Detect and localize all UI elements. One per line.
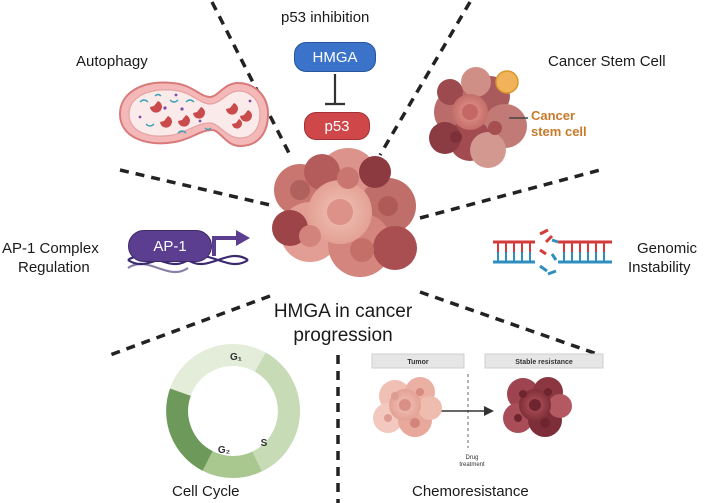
inhibition-arrow [325, 74, 345, 106]
genomic-title-line1: Genomic [637, 240, 698, 257]
stable-header-label: Stable resistance [515, 359, 573, 366]
stem-cell-label-2: stem cell [531, 124, 587, 139]
p53-pill: p53 [304, 112, 370, 140]
cell-cycle-ring [166, 344, 300, 478]
stem-cell-label-1: Cancer [531, 108, 576, 123]
s-label: S [261, 438, 268, 449]
ap1-badge: AP-1 [128, 230, 212, 262]
chemo-panel [371, 353, 604, 448]
resistant-tumor [503, 377, 572, 437]
cancer-stem-cell-title: Cancer Stem Cell [548, 53, 666, 70]
transcription-arrow [212, 230, 250, 256]
cell-cycle-title: Cell Cycle [172, 483, 240, 500]
autophagy-title: Autophagy [76, 53, 148, 70]
genomic-title-line2: Instability [628, 259, 691, 276]
divider-left [119, 168, 271, 207]
hmga-pill: HMGA [294, 42, 376, 72]
g1-label: G₁ [230, 352, 242, 363]
m-label: M [190, 408, 198, 419]
divider-top-right [378, 1, 472, 156]
central-tumor [272, 148, 417, 277]
tumor-header [371, 353, 465, 369]
ap1-title-line2: Regulation [18, 259, 90, 276]
chemoresistance-title: Chemoresistance [412, 483, 529, 500]
stable-header [484, 353, 604, 369]
broken-dna [493, 228, 612, 276]
divider-bottom-left [109, 294, 271, 357]
divider-top-left [210, 1, 292, 156]
center-title-line1: HMGA in cancer [273, 301, 413, 322]
naive-tumor [373, 377, 442, 437]
stem-cell [495, 70, 519, 94]
tumor-header-label: Tumor [407, 359, 429, 366]
drug-label-1: Drug [465, 455, 478, 461]
ap1-title-line1: AP-1 Complex [2, 240, 99, 257]
divider-lines [109, 1, 601, 503]
p53-inhibition-title: p53 inhibition [281, 9, 370, 26]
center-title-line2: progression [293, 325, 393, 346]
autophagy-vesicle [118, 81, 270, 148]
divider-bottom-right [419, 290, 601, 357]
g2-label: G₂ [218, 445, 230, 456]
stem-cell-cluster [429, 67, 528, 168]
drug-label-2: treatment [459, 462, 485, 468]
divider-right [419, 168, 601, 220]
